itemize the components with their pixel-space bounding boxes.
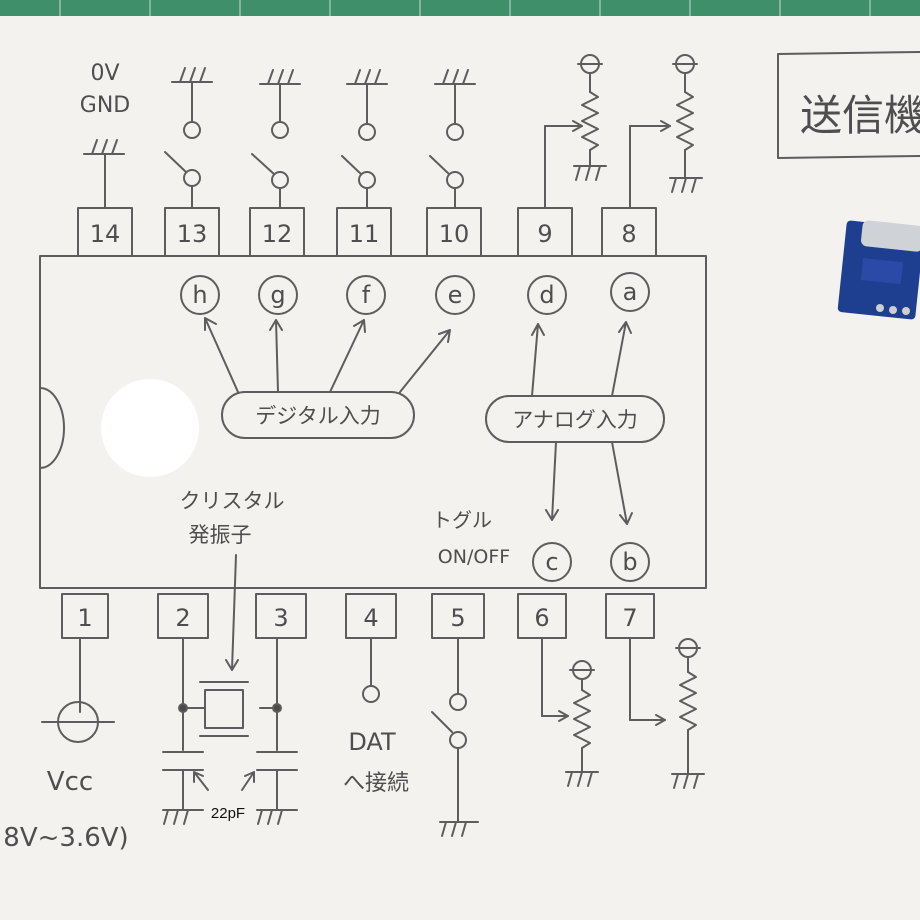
channel-c-letter: c xyxy=(545,548,558,576)
crystal-body xyxy=(204,689,244,729)
crystal-label-line1: クリスタル xyxy=(180,489,285,513)
pin-3-box xyxy=(255,593,307,639)
crystal-oscillator xyxy=(162,637,298,825)
pin-1-box xyxy=(61,593,109,639)
switch-pin-11 xyxy=(341,69,388,209)
dat-label-line1: DAT xyxy=(348,728,396,756)
channel-h-circle xyxy=(180,275,220,315)
channel-g-circle xyxy=(258,275,298,315)
pin-4-number: 4 xyxy=(363,604,378,632)
pin-2-number: 2 xyxy=(175,604,190,632)
channel-b-circle xyxy=(610,542,650,582)
analog-input-label: アナログ入力 xyxy=(512,408,638,432)
toggle-label-line1: トグル xyxy=(432,508,492,532)
digital-input-bubble xyxy=(221,391,415,439)
switch-pin-12 xyxy=(251,69,301,209)
pin-1-number: 1 xyxy=(77,604,92,632)
analog-input-bubble xyxy=(485,395,665,443)
ic-notch xyxy=(39,387,65,469)
redacted-dot xyxy=(101,379,199,477)
channel-c-circle xyxy=(532,542,572,582)
toggle-label-line2: ON/OFF xyxy=(438,546,510,568)
pin-10-number: 10 xyxy=(439,220,470,248)
pot-pin-8 xyxy=(629,54,703,209)
channel-b-letter: b xyxy=(622,548,637,576)
channel-f-circle xyxy=(346,275,386,315)
pin-12-box xyxy=(249,207,305,257)
pin-5-number: 5 xyxy=(450,604,465,632)
analog-input-callout xyxy=(485,321,665,525)
channel-e-circle xyxy=(435,275,475,315)
pin-7-number: 7 xyxy=(622,604,637,632)
dat-label-line2: へ接続 xyxy=(343,771,409,796)
channel-e-letter: e xyxy=(448,281,463,309)
pot-pin-9 xyxy=(544,54,607,209)
pin-14-ground xyxy=(83,139,125,209)
channel-a-letter: a xyxy=(623,278,638,306)
toggle-switch-pin-5 xyxy=(431,637,479,837)
rf-transmitter-module xyxy=(837,220,920,320)
sender-title: 送信機 xyxy=(800,91,920,140)
pin-14-number: 14 xyxy=(90,220,121,248)
dat-terminal xyxy=(362,637,380,703)
pin-11-box xyxy=(336,207,392,257)
channel-g-letter: g xyxy=(270,281,285,309)
digital-input-label: デジタル入力 xyxy=(255,404,381,428)
pin-12-number: 12 xyxy=(262,220,293,248)
channel-f-letter: f xyxy=(362,281,371,309)
pin-8-number: 8 xyxy=(621,220,636,248)
bottom-pin-row xyxy=(61,593,655,639)
pin-6-number: 6 xyxy=(534,604,549,632)
vcc-symbol xyxy=(41,637,115,743)
switch-pin-10 xyxy=(429,69,476,209)
vcc-range-label: 8V~3.6V) xyxy=(3,823,128,853)
pin-11-number: 11 xyxy=(349,220,380,248)
gnd-label-line2: GND xyxy=(80,93,130,118)
channel-d-letter: d xyxy=(539,281,554,309)
channel-a-circle xyxy=(610,272,650,312)
pin-3-number: 3 xyxy=(273,604,288,632)
pin-13-number: 13 xyxy=(177,220,208,248)
gnd-label-line1: 0V xyxy=(90,61,119,86)
channel-d-circle xyxy=(527,275,567,315)
pin-9-number: 9 xyxy=(537,220,552,248)
crystal-label-line2: 発振子 xyxy=(189,523,252,547)
switch-pin-13 xyxy=(164,67,213,209)
pot-pin-6 xyxy=(541,637,599,787)
capacitor-value-label: 22pF xyxy=(211,805,245,822)
pot-pin-7 xyxy=(629,637,705,789)
sender-title-box xyxy=(777,51,920,159)
crystal-arrow xyxy=(225,554,239,671)
channel-h-letter: h xyxy=(192,281,207,309)
vcc-label: Vcc xyxy=(47,767,93,797)
digital-input-callout xyxy=(204,317,451,439)
